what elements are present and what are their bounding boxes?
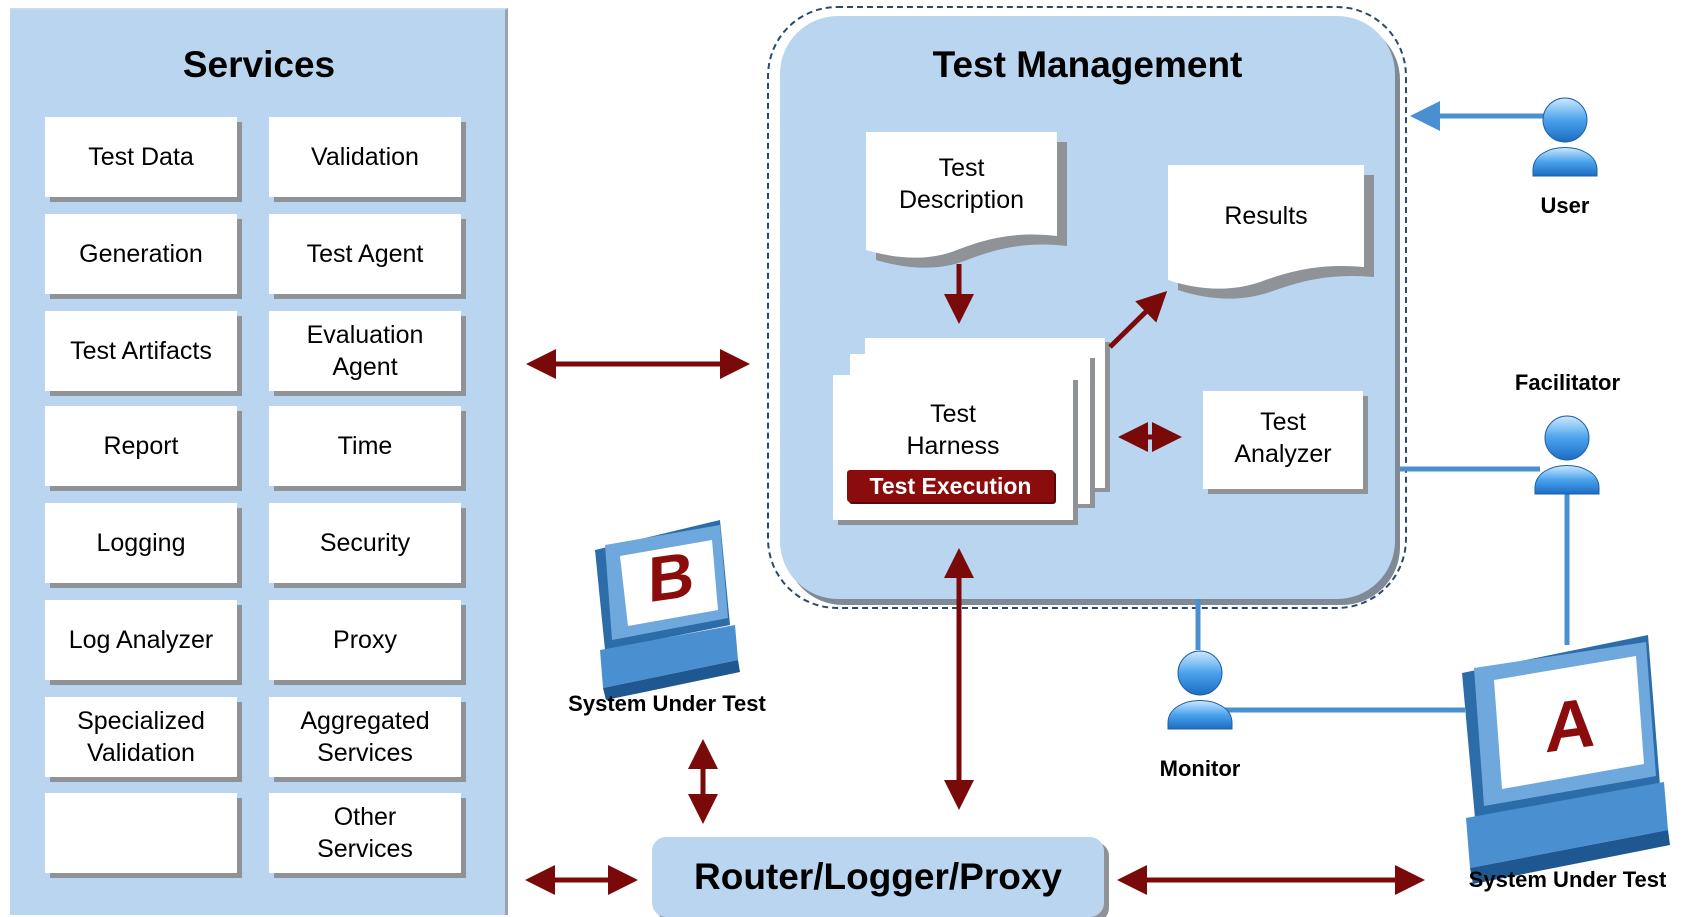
service-log-analyzer[interactable]: Log Analyzer xyxy=(45,600,237,680)
service-validation[interactable]: Validation xyxy=(269,117,461,197)
monitor-person-icon xyxy=(1167,650,1233,730)
test-analyzer-box[interactable] xyxy=(1203,391,1363,489)
sut-a-letter: A xyxy=(1545,682,1596,768)
service-report[interactable]: Report xyxy=(45,406,237,486)
services-title: Services xyxy=(182,44,336,85)
computer-a-icon xyxy=(1462,635,1670,884)
service-empty-slot xyxy=(45,793,237,873)
test-harness-label: Test Harness xyxy=(906,400,1000,460)
user-person-icon xyxy=(1532,97,1598,177)
service-security[interactable]: Security xyxy=(269,503,461,583)
test-management-title: Test Management xyxy=(932,44,1243,85)
router-logger-proxy-box[interactable]: Router/Logger/Proxy xyxy=(652,837,1104,917)
service-test-artifacts[interactable]: Test Artifacts xyxy=(45,311,237,391)
service-other-services[interactable]: Other Services xyxy=(269,793,461,873)
user-label: User xyxy=(1540,193,1590,218)
service-test-agent[interactable]: Test Agent xyxy=(269,214,461,294)
results-document[interactable] xyxy=(1168,165,1374,299)
service-specialized-validation[interactable]: Specialized Validation xyxy=(45,697,237,777)
computer-b-icon xyxy=(595,520,740,700)
service-aggregated-services[interactable]: Aggregated Services xyxy=(269,697,461,777)
service-time[interactable]: Time xyxy=(269,406,461,486)
test-management-boundary xyxy=(767,6,1407,609)
facilitator-label: Facilitator xyxy=(1514,370,1621,395)
test-description-document[interactable] xyxy=(866,132,1067,268)
sut-b-label: System Under Test xyxy=(568,691,766,716)
harness-results-arrow xyxy=(1108,291,1168,349)
service-test-data[interactable]: Test Data xyxy=(45,117,237,197)
service-logging[interactable]: Logging xyxy=(45,503,237,583)
monitor-label: Monitor xyxy=(1159,756,1241,781)
service-proxy[interactable]: Proxy xyxy=(269,600,461,680)
test-description-label: Test Description xyxy=(898,154,1025,214)
test-execution-badge[interactable]: Test Execution xyxy=(847,470,1054,502)
service-generation[interactable]: Generation xyxy=(45,214,237,294)
facilitator-person-icon xyxy=(1534,415,1600,495)
service-evaluation-agent[interactable]: Evaluation Agent xyxy=(269,311,461,391)
results-label: Results xyxy=(1224,202,1308,230)
test-analyzer-label: Test Analyzer xyxy=(1234,408,1332,468)
sut-a-label: System Under Test xyxy=(1468,867,1667,892)
sut-b-letter: B xyxy=(648,537,695,617)
